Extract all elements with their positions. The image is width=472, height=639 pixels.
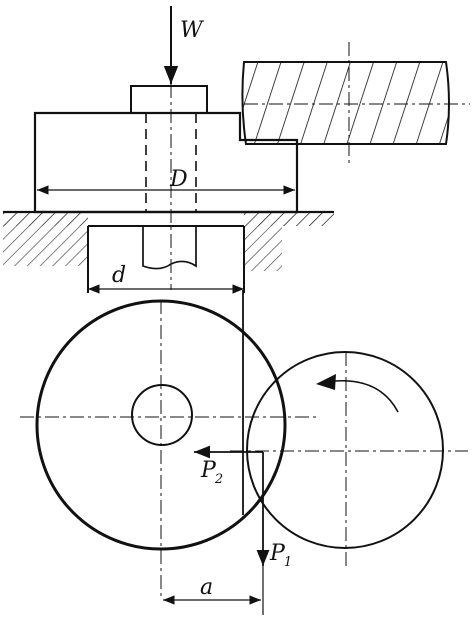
ground-hatch-right-top — [244, 212, 334, 226]
cap-block — [130, 85, 208, 114]
offset-label: a — [200, 575, 213, 600]
bore-step — [87, 225, 245, 293]
contact-roller — [246, 351, 444, 549]
rotation-arc — [334, 379, 399, 413]
shaft-stub — [142, 226, 197, 270]
large-diameter-label: D — [169, 167, 188, 192]
force-p1-label: P1 — [269, 541, 292, 570]
load-label: W — [180, 18, 205, 43]
ground-hatch-right — [244, 226, 282, 271]
ground-hatch-left — [3, 226, 88, 266]
small-diameter-label: d — [112, 263, 126, 288]
threaded-worm — [241, 61, 450, 145]
large-wheel — [35, 299, 287, 551]
ground-hatch-left-top — [3, 212, 88, 226]
force-p2-label: P2 — [200, 458, 223, 487]
rotation-arrowhead — [316, 374, 336, 390]
wheel-hub — [131, 384, 193, 446]
